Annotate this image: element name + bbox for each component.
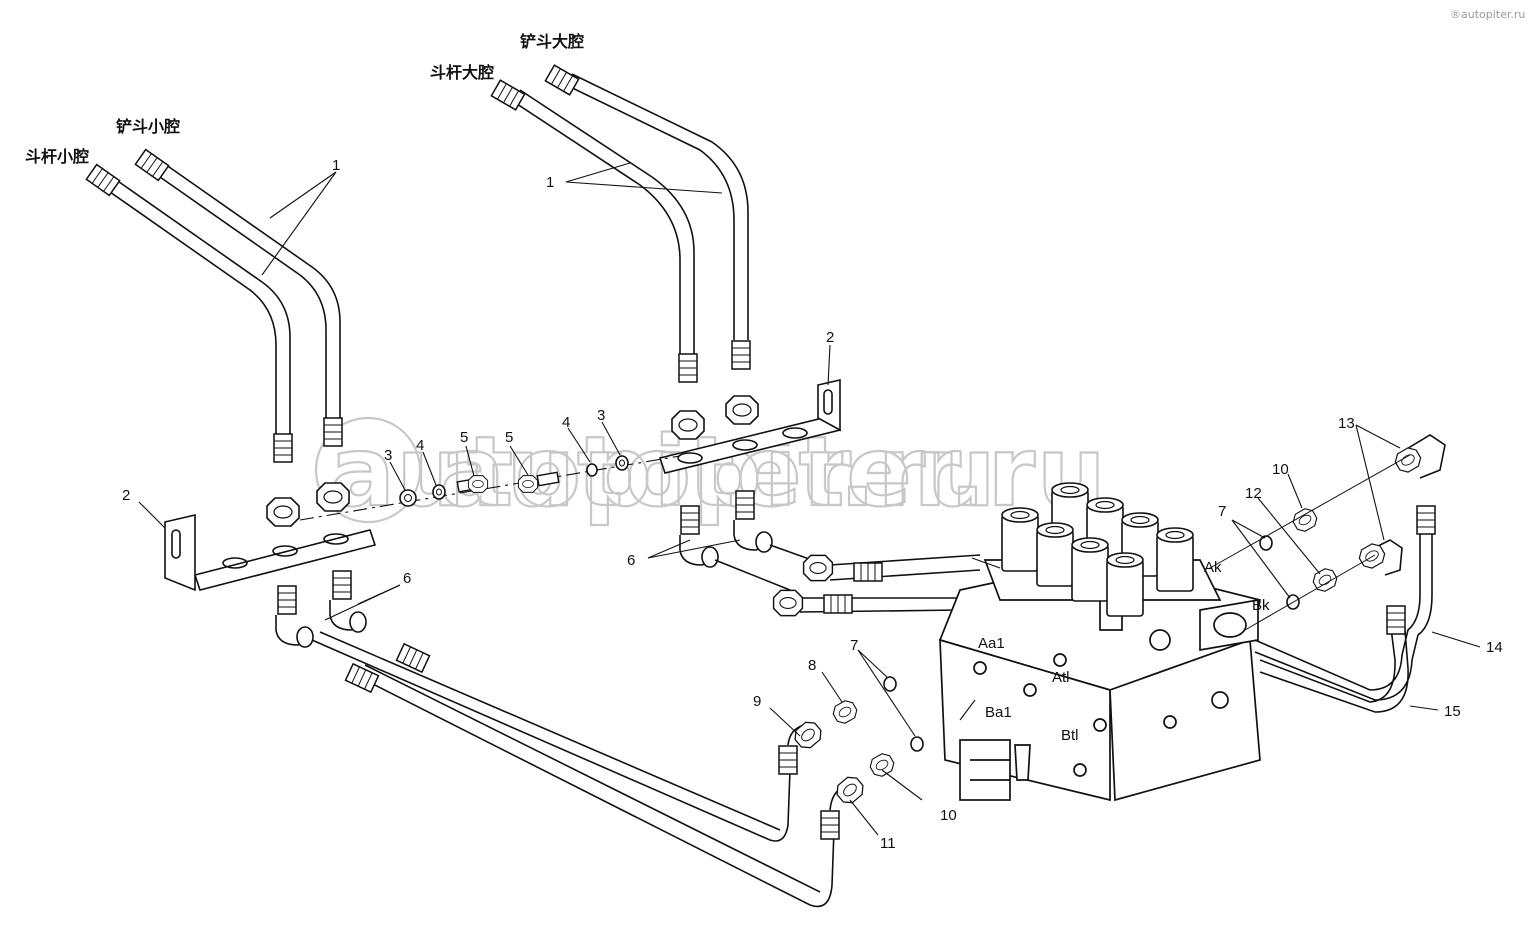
bracket-left bbox=[164, 513, 377, 592]
callout-7-upper: 7 bbox=[1218, 503, 1226, 520]
label-chandou-daqiang: 铲斗大腔 bbox=[520, 32, 584, 51]
callout-10-lower: 10 bbox=[940, 807, 957, 824]
washer-4-left bbox=[432, 484, 446, 500]
callout-3-left: 3 bbox=[384, 447, 392, 464]
callout-5-right: 5 bbox=[505, 429, 513, 446]
callout-6-left: 6 bbox=[403, 570, 411, 587]
port-bk: Bk bbox=[1252, 597, 1270, 614]
callout-1-left: 1 bbox=[332, 157, 340, 174]
washer-3-left bbox=[399, 489, 417, 507]
callout-7-lower: 7 bbox=[850, 637, 858, 654]
bolt-5-right bbox=[517, 471, 560, 493]
watermark-text: autopiter.ru bbox=[330, 416, 997, 528]
callout-14: 14 bbox=[1486, 639, 1503, 656]
hoses-14-15 bbox=[1254, 530, 1433, 713]
callout-12: 12 bbox=[1245, 485, 1262, 502]
callout-9: 9 bbox=[753, 693, 761, 710]
port-ba1: Ba1 bbox=[985, 704, 1012, 721]
watermark-small: ®autopiter.ru bbox=[1450, 8, 1525, 21]
control-valve bbox=[938, 559, 1262, 802]
port-btl: Btl bbox=[1061, 727, 1079, 744]
hose-end-dougan-small bbox=[85, 148, 350, 527]
adapter-10-lower bbox=[866, 750, 898, 780]
port-atl: Atl bbox=[1052, 669, 1070, 686]
callout-3-right: 3 bbox=[597, 407, 605, 424]
elbow-9 bbox=[787, 717, 826, 753]
elbow-6-right bbox=[679, 490, 773, 568]
callout-2-left: 2 bbox=[122, 487, 130, 504]
callout-5-left: 5 bbox=[460, 429, 468, 446]
washer-3-right bbox=[615, 455, 629, 471]
adapter-8 bbox=[829, 697, 861, 727]
oring-7-upper-a bbox=[1259, 535, 1273, 551]
pipe-pair-right bbox=[507, 73, 749, 355]
leader-lines bbox=[138, 162, 1481, 836]
callout-13: 13 bbox=[1338, 415, 1355, 432]
elbow-11 bbox=[829, 772, 868, 811]
callout-4-right: 4 bbox=[562, 414, 570, 431]
elbow-13-lower bbox=[1355, 539, 1403, 576]
callout-4-left: 4 bbox=[416, 437, 424, 454]
hose-to-valve-fittings bbox=[772, 554, 883, 617]
hardware-axis bbox=[299, 455, 681, 521]
label-chandou-xiaoqiang: 铲斗小腔 bbox=[116, 117, 180, 136]
washer-4-right bbox=[586, 463, 598, 477]
hose-fittings-lower bbox=[344, 643, 840, 840]
callout-15: 15 bbox=[1444, 703, 1461, 720]
upper-right-axis bbox=[1209, 454, 1411, 631]
bracket-right bbox=[658, 378, 842, 474]
oring-7-lower-a bbox=[883, 676, 897, 692]
bolt-5-left bbox=[456, 475, 489, 493]
callout-1-right: 1 bbox=[546, 174, 554, 191]
port-aa1: Aa1 bbox=[978, 635, 1005, 652]
port-ak: Ak bbox=[1204, 559, 1222, 576]
label-dougan-xiaoqiang: 斗杆小腔 bbox=[25, 147, 89, 166]
label-dougan-daqiang: 斗杆大腔 bbox=[430, 63, 494, 82]
elbow-13-upper bbox=[1391, 434, 1446, 479]
callout-8: 8 bbox=[808, 657, 816, 674]
oring-7-lower-b bbox=[910, 736, 924, 752]
callout-6-right: 6 bbox=[627, 552, 635, 569]
pipe-pair-left bbox=[99, 161, 341, 440]
elbow-6-left bbox=[275, 570, 367, 648]
hose-long-lower bbox=[311, 631, 835, 908]
hose-end-dougan-large bbox=[490, 64, 759, 440]
callout-11: 11 bbox=[880, 835, 896, 852]
callout-10-upper: 10 bbox=[1272, 461, 1289, 478]
callout-2-right: 2 bbox=[826, 329, 834, 346]
